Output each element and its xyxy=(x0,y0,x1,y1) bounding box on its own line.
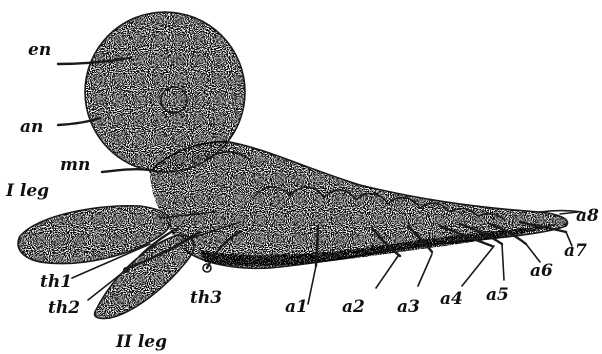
leader-a5 xyxy=(502,244,504,280)
label-a8: a8 xyxy=(576,206,599,226)
label-leg-II: II leg xyxy=(115,332,167,352)
leader-a6 xyxy=(526,244,540,262)
label-a3: a3 xyxy=(397,297,420,317)
label-a2: a2 xyxy=(342,297,365,317)
head-fill xyxy=(85,12,245,172)
label-leg-I: I leg xyxy=(5,181,49,201)
label-mn: mn xyxy=(60,155,90,175)
label-en: en xyxy=(28,40,51,60)
label-th1: th1 xyxy=(40,272,72,292)
larva-body xyxy=(150,142,582,269)
label-an: an xyxy=(20,117,43,137)
label-a6: a6 xyxy=(530,261,553,281)
label-a1: a1 xyxy=(285,297,308,317)
mn-appendage xyxy=(102,169,150,172)
leader-a4 xyxy=(462,246,494,286)
leader-a1 xyxy=(308,266,316,304)
leader-a3 xyxy=(418,254,432,286)
label-a5: a5 xyxy=(486,285,509,305)
label-a4: a4 xyxy=(440,289,463,309)
label-th3: th3 xyxy=(190,288,222,308)
leader-a2 xyxy=(376,256,398,288)
label-a7: a7 xyxy=(564,241,587,261)
label-th2: th2 xyxy=(48,298,80,318)
